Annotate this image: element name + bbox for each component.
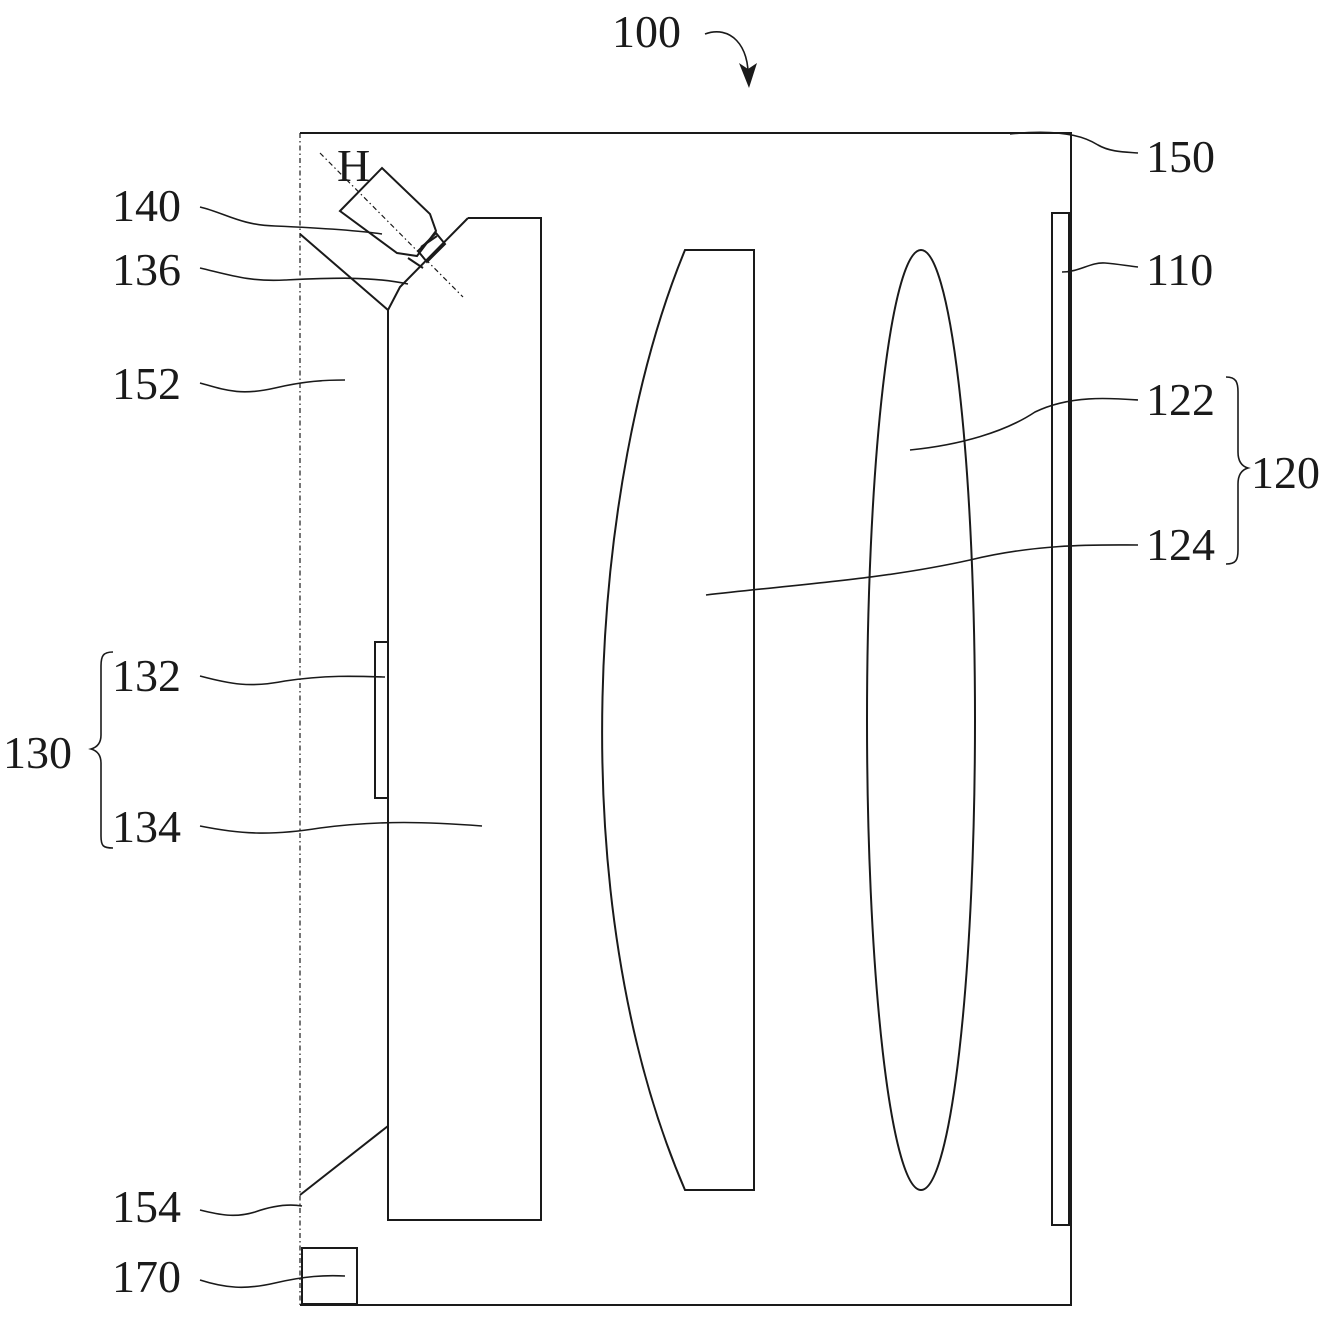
housing-frame (300, 132, 1072, 1306)
leader-136 (199, 267, 409, 285)
device-arrow-head (739, 63, 757, 88)
controller (301, 1247, 358, 1305)
display-panel (1051, 212, 1070, 1226)
label-second-lens: 124 (1146, 519, 1215, 570)
axis-h-line (319, 152, 464, 298)
second-lens (601, 249, 755, 1191)
label-controller: 170 (112, 1251, 181, 1302)
label-lens-assembly: 120 (1251, 447, 1320, 498)
label-mount: 136 (112, 244, 181, 295)
leader-124 (705, 544, 1139, 596)
bottom-angled-wall (299, 1125, 389, 1196)
label-display-panel: 110 (1146, 244, 1213, 295)
leader-152 (199, 379, 346, 393)
label-camera: 140 (112, 180, 181, 231)
device-arrow (704, 31, 757, 88)
leader-170 (199, 1274, 346, 1289)
label-imaging-module: 130 (3, 727, 72, 778)
label-device: 100 (612, 6, 681, 57)
brace-130 (88, 651, 114, 849)
light-guide (387, 217, 542, 1221)
camera-lens-ridge (420, 235, 438, 248)
light-source (374, 641, 389, 799)
leader-122 (909, 397, 1139, 451)
label-housing: 150 (1146, 131, 1215, 182)
label-axis-h: H (337, 140, 370, 191)
camera-body (338, 166, 438, 258)
leader-134 (199, 821, 483, 834)
label-second-cavity: 154 (112, 1181, 181, 1232)
brace-120 (1225, 376, 1251, 565)
leader-110 (1061, 262, 1139, 273)
leader-150 (1009, 131, 1139, 154)
label-light-source: 132 (112, 650, 181, 701)
mount (299, 217, 469, 312)
leader-132 (199, 675, 386, 686)
label-first-cavity: 152 (112, 358, 181, 409)
camera-lens (416, 231, 447, 264)
device-arrow-curve (704, 31, 749, 81)
label-light-guide: 134 (112, 801, 181, 852)
camera (338, 166, 447, 269)
first-lens (866, 249, 976, 1191)
label-first-lens: 122 (1146, 374, 1215, 425)
leader-154 (199, 1204, 303, 1217)
camera-lens-ridge-2 (407, 257, 424, 269)
leader-140 (199, 206, 383, 235)
